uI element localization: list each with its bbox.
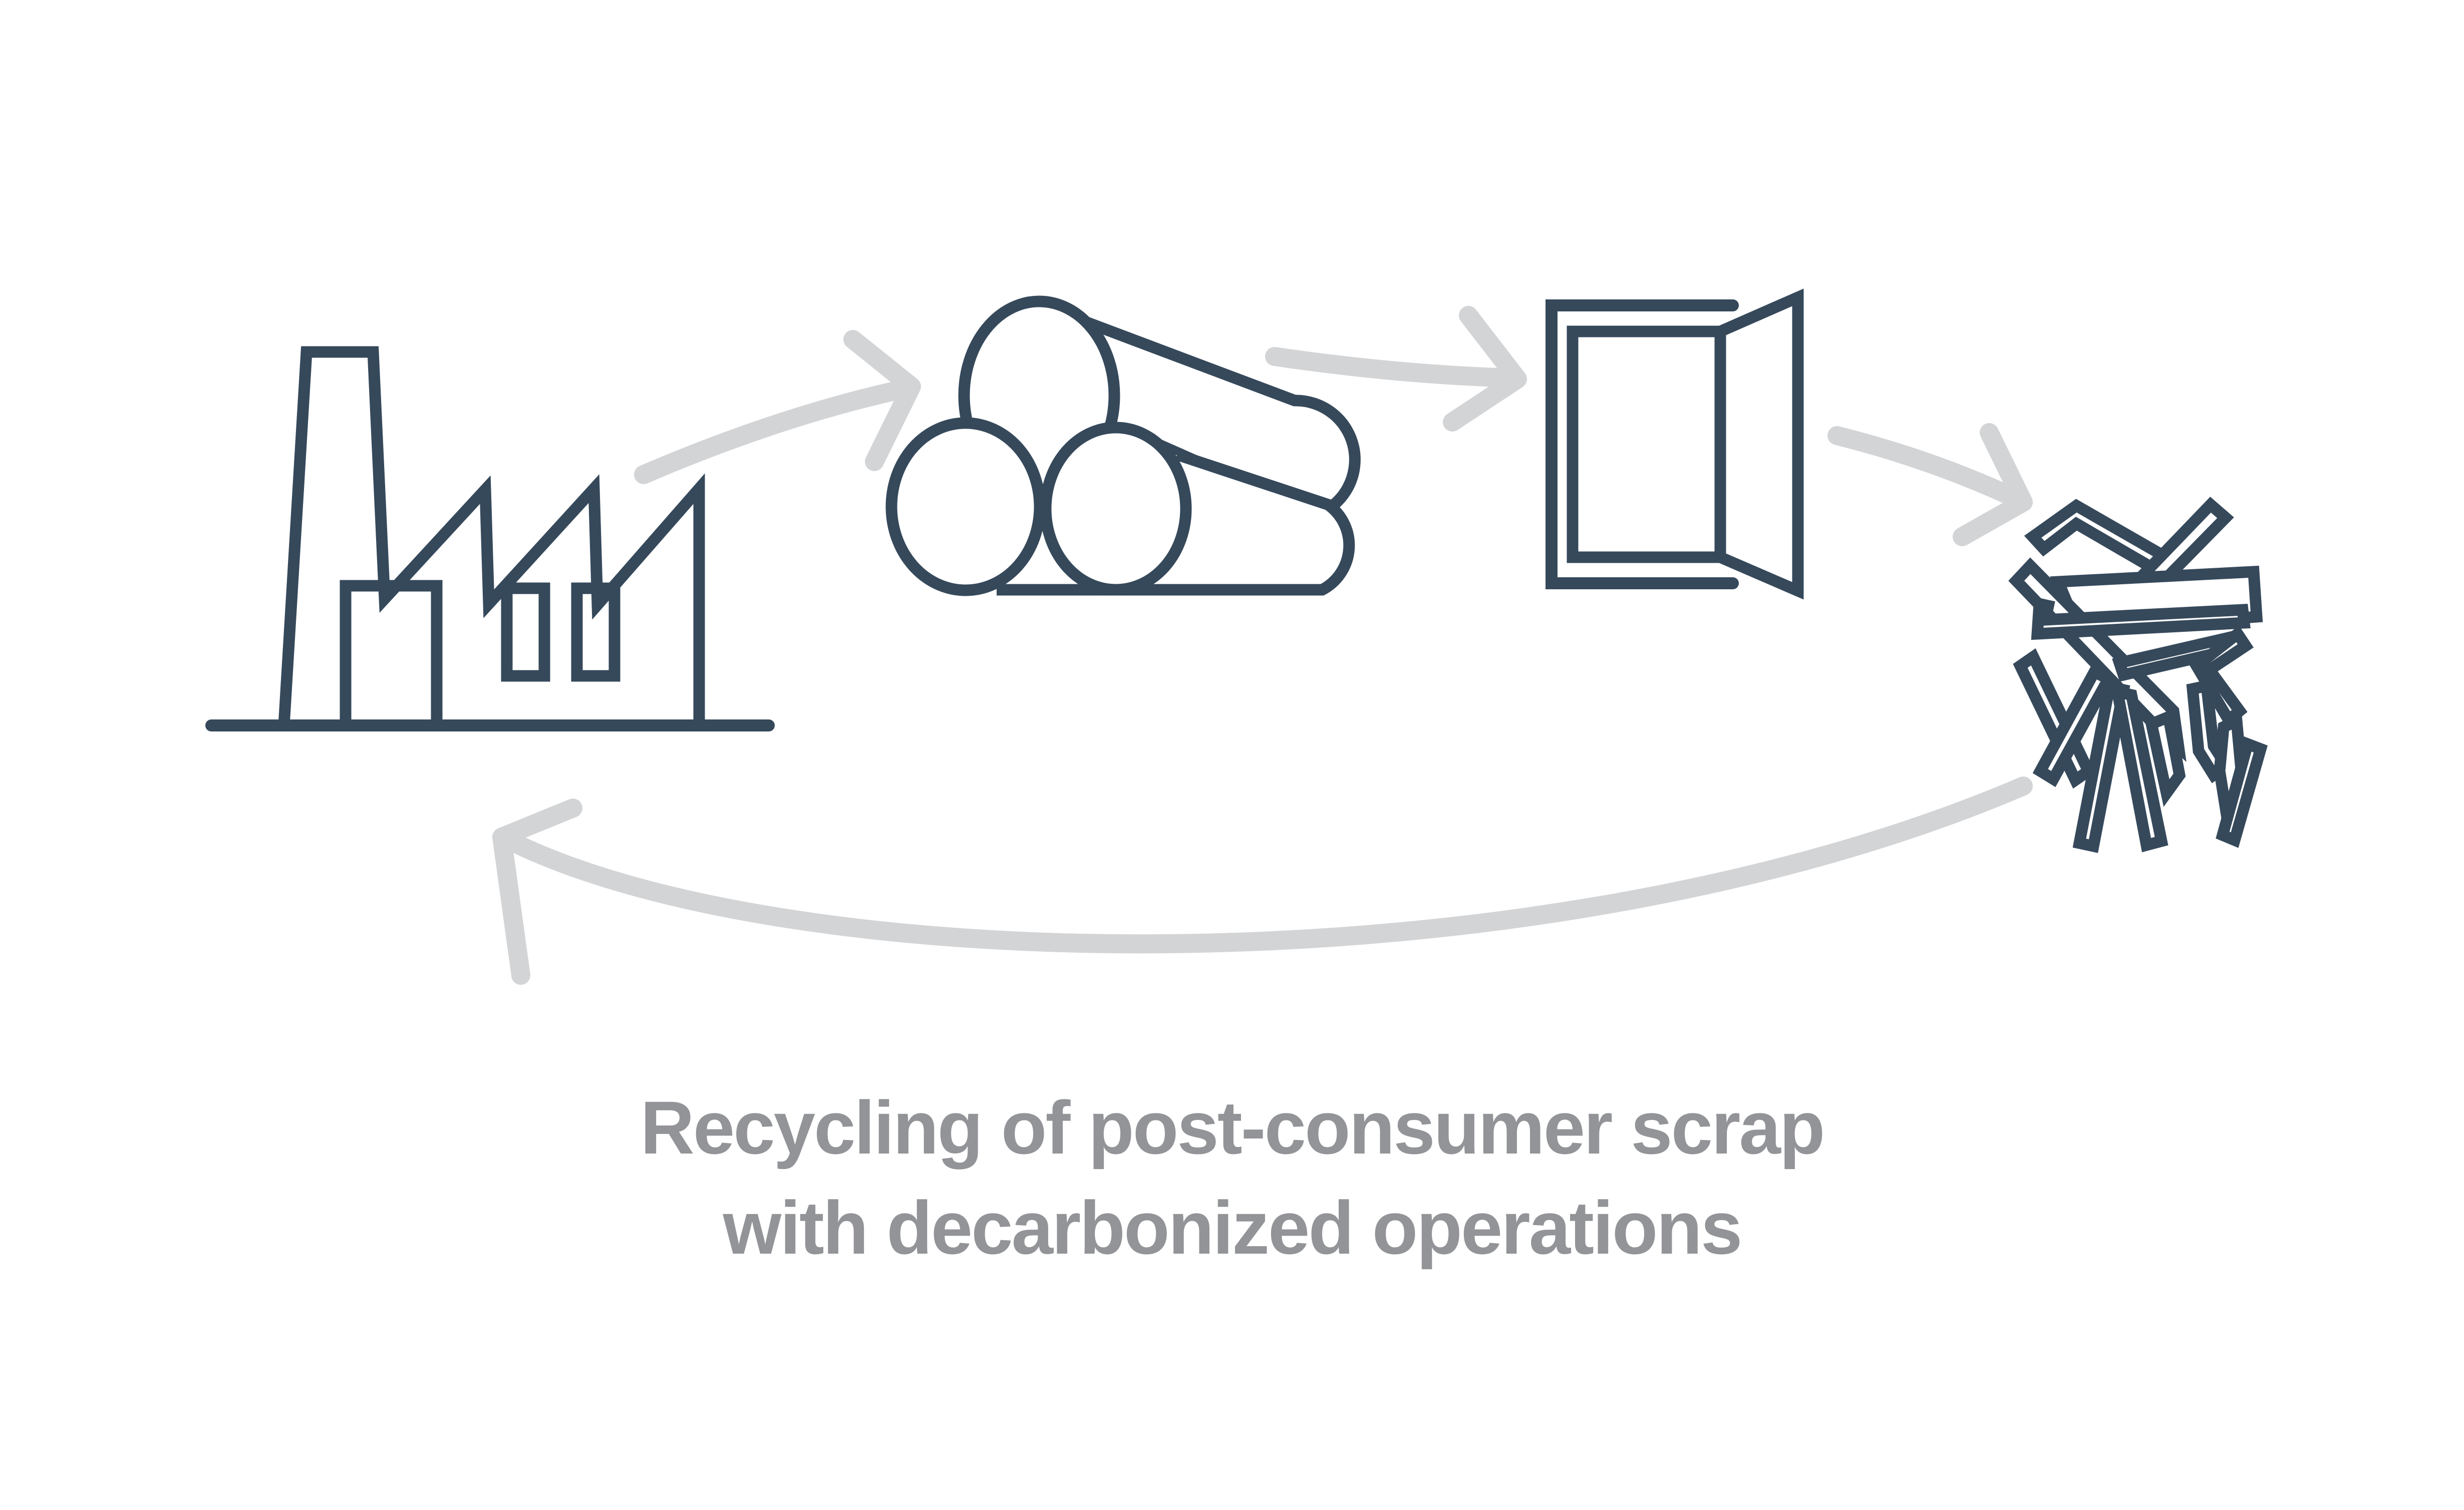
diagram-caption: Recycling of post-consumer scrap with de… [0, 1077, 2464, 1278]
arrow-scrap-to-factory-icon [492, 777, 2033, 985]
arrow-window-to-scrap-icon [1827, 423, 2033, 546]
factory-window-right [571, 582, 621, 682]
open-window-icon [1546, 288, 1804, 600]
arrow-billets-to-window-icon [1265, 306, 1527, 432]
scrap-pile-icon [2008, 497, 2268, 853]
factory-door [340, 580, 443, 725]
window-outer-frame [1546, 299, 1739, 589]
factory-building [277, 346, 705, 731]
billets-stack-icon [885, 295, 1361, 596]
factory-window-left [501, 582, 550, 682]
billet-face-bottom-left [885, 417, 1046, 596]
caption-line-2: with decarbonized operations [723, 1186, 1743, 1270]
window-inner-frame [1567, 325, 1726, 563]
billet-face-bottom-mid [1040, 422, 1192, 596]
arrow-factory-to-billets-icon [634, 330, 921, 484]
factory-icon [205, 346, 775, 731]
flow-arrows [492, 306, 2033, 985]
window-open-pane [1714, 288, 1804, 600]
caption-line-1: Recycling of post-consumer scrap [640, 1085, 1825, 1170]
